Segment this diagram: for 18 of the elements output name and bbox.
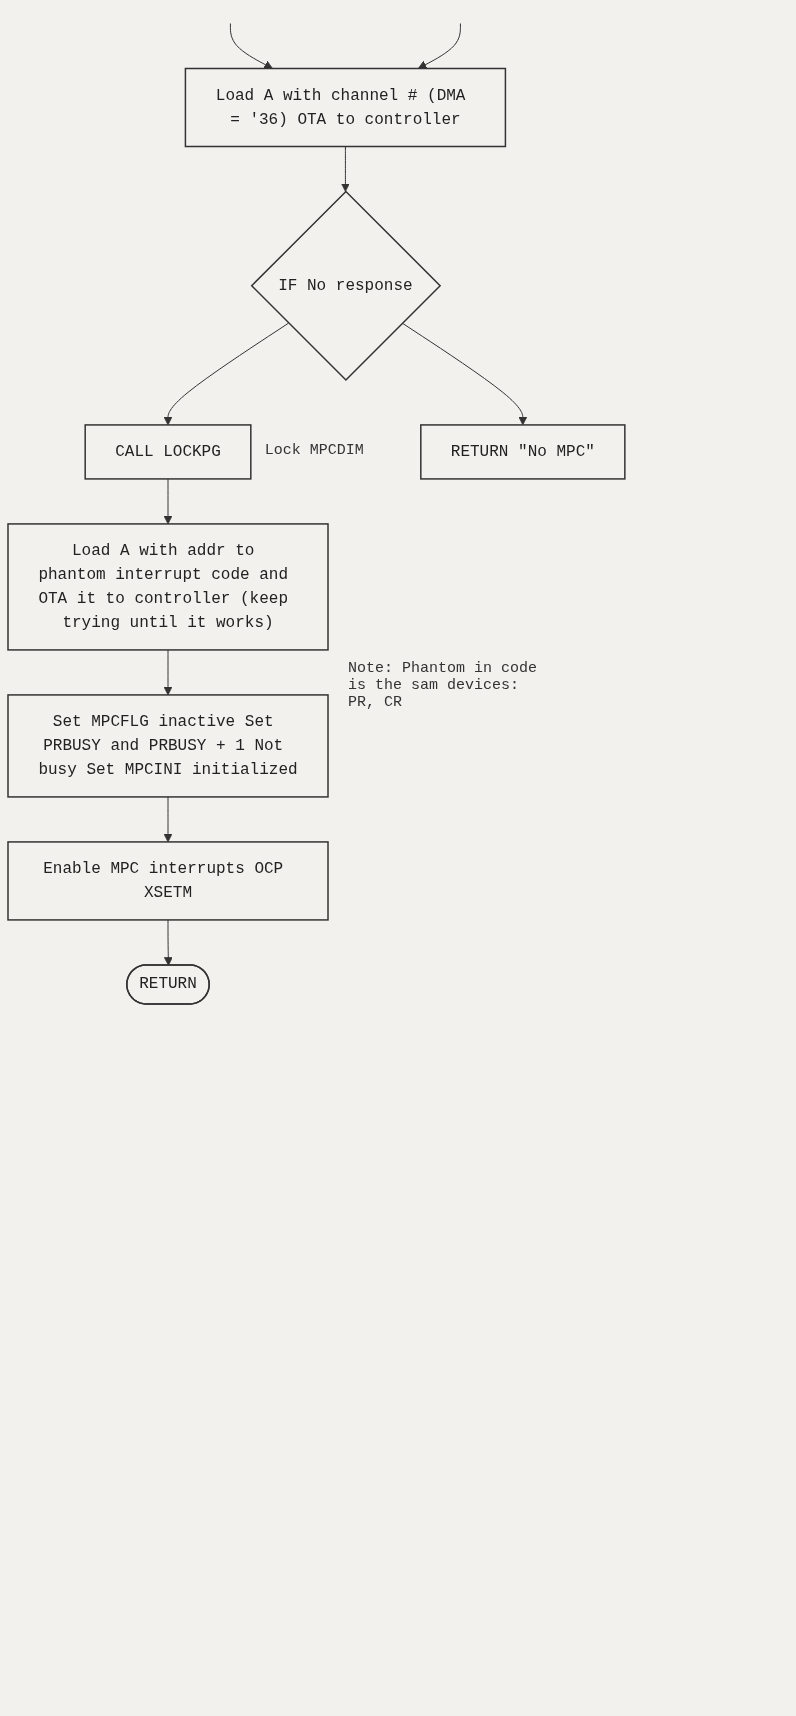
arrow	[401, 322, 528, 426]
node-box: CALL LOCKPG	[84, 424, 252, 480]
arrow	[341, 146, 350, 192]
arrow	[163, 649, 173, 696]
arrow	[163, 796, 173, 843]
arrow	[229, 23, 273, 69]
arrow	[163, 919, 173, 966]
arrow	[417, 23, 461, 69]
node-box: Set MPCFLG inactive Set PRBUSY and PRBUSY + 1 Not busy Set MPCINI initialized	[7, 694, 329, 798]
arrow	[163, 322, 290, 426]
node-diamond: IF No response	[250, 190, 442, 381]
side-note: Lock MPCDIM	[264, 441, 364, 459]
node-box: Enable MPC interrupts OCP XSETM	[7, 841, 329, 921]
arrow	[163, 478, 173, 525]
node-box: Load A with addr to phantom interrupt code and OTA it to controller (keep trying until it works)	[7, 523, 329, 651]
node-box: Load A with channel # (DMA = '36) OTA to controller	[184, 67, 507, 148]
note-text: Note: Phantom in code is the sam devices: PR, CR	[348, 659, 539, 711]
node-box: RETURN "No MPC"	[420, 424, 626, 480]
